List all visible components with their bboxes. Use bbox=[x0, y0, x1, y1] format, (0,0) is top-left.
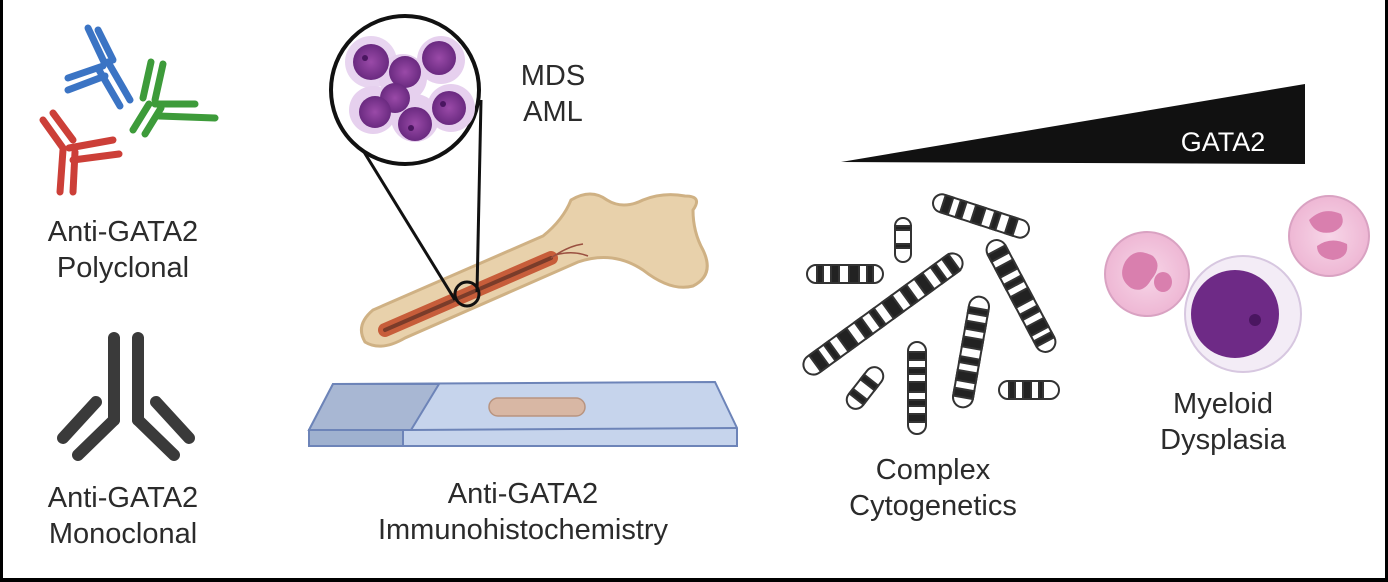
dysplasia-label: Myeloid Dysplasia bbox=[1153, 386, 1293, 458]
microscope-slide-illustration bbox=[307, 380, 738, 447]
dysplasia-label-line1: Myeloid bbox=[1173, 388, 1273, 420]
marrow-label-line2: AML bbox=[523, 96, 583, 128]
femur-bone-illustration bbox=[359, 192, 709, 348]
antibody-red-icon bbox=[39, 109, 123, 196]
monoclonal-label: Anti-GATA2 Monoclonal bbox=[41, 480, 205, 552]
ihc-label-line2: Immunohistochemistry bbox=[377, 514, 669, 546]
ihc-label-line1: Anti-GATA2 bbox=[447, 478, 599, 510]
myeloblast-cell bbox=[1184, 255, 1302, 373]
gata2-gradient-wedge bbox=[841, 84, 1305, 164]
antibody-green-icon bbox=[129, 58, 219, 138]
figure-panel: Anti-GATA2 Polyclonal Anti-GATA2 Monoclo… bbox=[3, 0, 1385, 578]
polyclonal-label-line1: Anti-GATA2 bbox=[47, 216, 199, 248]
polyclonal-label-line2: Polyclonal bbox=[56, 252, 190, 284]
ihc-label: Anti-GATA2 Immunohistochemistry bbox=[363, 476, 683, 548]
cytogenetics-label-line2: Cytogenetics bbox=[849, 490, 1017, 522]
chromosomes-illustration bbox=[802, 193, 1060, 435]
marrow-label-line1: MDS bbox=[520, 60, 586, 92]
monoclonal-label-line2: Monoclonal bbox=[48, 518, 198, 550]
dysplastic-neutrophil-left bbox=[1104, 231, 1190, 317]
cytogenetics-label-line1: Complex bbox=[875, 454, 991, 486]
antibody-blue-icon bbox=[64, 24, 134, 110]
monoclonal-label-line1: Anti-GATA2 bbox=[47, 482, 199, 514]
cytogenetics-label: Complex Cytogenetics bbox=[823, 452, 1043, 524]
dysplastic-neutrophil-right bbox=[1288, 195, 1370, 277]
polyclonal-label: Anti-GATA2 Polyclonal bbox=[41, 214, 205, 286]
dysplasia-label-line2: Dysplasia bbox=[1160, 424, 1286, 456]
gata2-gradient-label: GATA2 bbox=[1180, 127, 1266, 157]
illustration-svg bbox=[39, 14, 1370, 461]
blast-cells-cluster bbox=[345, 36, 475, 142]
marrow-zoom-lens bbox=[329, 14, 483, 308]
antibody-monoclonal-icon bbox=[57, 332, 195, 461]
marrow-label: MDS AML bbox=[503, 58, 603, 130]
